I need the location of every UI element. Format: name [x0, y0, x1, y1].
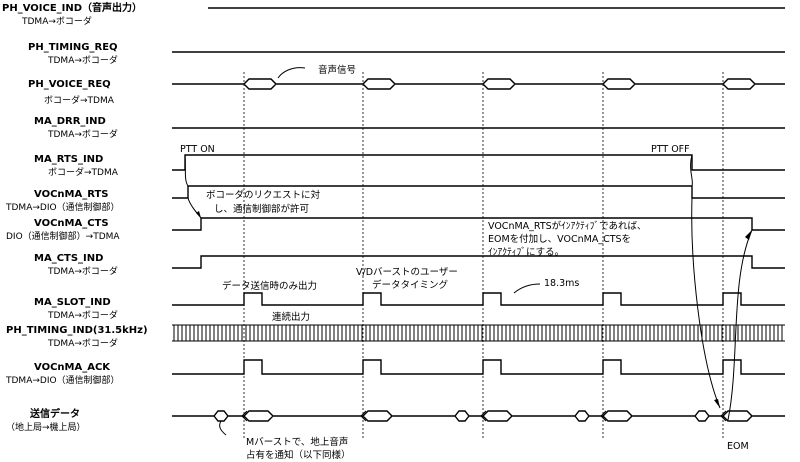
note-eom: EOM	[727, 441, 749, 452]
note-rts-inactive-2: EOMを付加し、VOCnMA_CTSを	[488, 234, 631, 245]
arrow-18ms	[513, 283, 541, 294]
note-18ms: 18.3ms	[544, 278, 579, 289]
signal-ph-timing-req-dir: TDMA→ボコーダ	[47, 54, 118, 66]
note-ptt-off: PTT OFF	[651, 144, 690, 155]
arrowhead	[714, 399, 720, 408]
wave-vocnma-cts	[172, 217, 785, 231]
note-vd-burst-1: V/Dバーストのユーザー	[356, 267, 458, 278]
signal-ma-slot-ind-dir: TDMA→ボコーダ	[47, 309, 118, 321]
signal-ph-voice-req-dir: ボコーダ→TDMA	[44, 94, 115, 106]
wave-ph-timing-ind	[172, 324, 785, 342]
wave-ph-voice-req	[172, 78, 785, 90]
signal-vocnma-ack-dir: TDMA→DIO（通信制御部）	[5, 374, 120, 386]
note-vocoder-request-1: ボコーダのリクエストに対	[206, 189, 321, 201]
signal-ph-voice-ind-dir: TDMA→ボコーダ	[21, 15, 92, 27]
arrow-ptt-on	[184, 154, 189, 187]
signal-ma-slot-ind-label: MA_SLOT_IND	[34, 297, 111, 308]
signal-ph-timing-ind-dir: TDMA→ボコーダ	[47, 337, 118, 349]
note-voice-signal: 音声信号	[318, 64, 356, 76]
signal-labels: PH_VOICE_IND（音声出力） TDMA→ボコーダ PH_TIMING_R…	[2, 1, 148, 433]
wave-tx-data	[172, 410, 785, 422]
signal-ma-rts-ind-label: MA_RTS_IND	[34, 154, 103, 165]
wave-ma-cts-ind	[172, 255, 785, 269]
arrow-ptt-off	[690, 154, 693, 187]
signal-ma-cts-ind-label: MA_CTS_IND	[34, 253, 103, 264]
signal-ma-drr-ind-label: MA_DRR_IND	[34, 116, 106, 127]
wave-ma-slot-ind	[172, 292, 785, 306]
note-data-only: データ送信時のみ出力	[222, 280, 317, 292]
signal-ph-voice-ind-label: PH_VOICE_IND（音声出力）	[2, 1, 142, 14]
signal-vocnma-cts-label: VOCnMA_CTS	[34, 218, 109, 229]
note-m-burst-2: 占有を通知（以下同様）	[246, 449, 351, 461]
signal-ma-cts-ind-dir: TDMA→ボコーダ	[47, 265, 118, 277]
waveforms	[172, 7, 785, 422]
wave-ma-rts-ind	[172, 154, 785, 171]
wave-tx-data-edges	[241, 410, 727, 422]
note-continuous: 連続出力	[272, 311, 310, 323]
wave-vocnma-ack	[172, 359, 785, 375]
note-vd-burst-2: データタイミング	[372, 279, 449, 291]
note-vocoder-request-2: し、通信制御部が許可	[214, 203, 309, 215]
note-ptt-on: PTT ON	[180, 144, 215, 155]
note-rts-inactive-3: ｲﾝｱｸﾃｨﾌﾞにする。	[488, 247, 564, 258]
signal-vocnma-rts-dir: TDMA→DIO（通信制御部）	[5, 201, 120, 213]
annotations: 音声信号 PTT ON PTT OFF ボコーダのリクエストに対 し、通信制御部…	[180, 64, 749, 461]
note-m-burst-1: Mバーストで、地上音声	[246, 436, 348, 448]
signal-tx-data-label: 送信データ	[29, 407, 80, 420]
note-rts-inactive-1: VOCnMA_RTSがｲﾝｱｸﾃｨﾌﾞであれば、	[488, 220, 647, 232]
signal-vocnma-ack-label: VOCnMA_ACK	[34, 362, 111, 373]
signal-vocnma-cts-dir: DIO（通信制御部）→TDMA	[6, 230, 120, 242]
signal-ma-drr-ind-dir: TDMA→ボコーダ	[47, 128, 118, 140]
signal-vocnma-rts-label: VOCnMA_RTS	[34, 189, 109, 200]
clock-ticks	[173, 325, 783, 341]
signal-tx-data-dir: （地上局→機上局）	[6, 421, 86, 433]
arrow-eom-to-cts	[727, 229, 753, 421]
wave-vocnma-rts	[172, 185, 785, 199]
arrowhead	[745, 230, 752, 240]
arrow-voice-signal	[277, 67, 306, 79]
arrow-eom	[691, 197, 721, 409]
signal-ph-timing-ind-label: PH_TIMING_IND(31.5kHz)	[6, 325, 148, 336]
signal-ma-rts-ind-dir: ボコーダ→TDMA	[48, 166, 119, 178]
signal-ph-timing-req-label: PH_TIMING_REQ	[28, 42, 118, 53]
arrowhead	[196, 211, 201, 218]
causal-arrows	[184, 67, 753, 436]
arrow-m-burst	[219, 420, 227, 436]
signal-ph-voice-req-label: PH_VOICE_REQ	[28, 79, 111, 90]
